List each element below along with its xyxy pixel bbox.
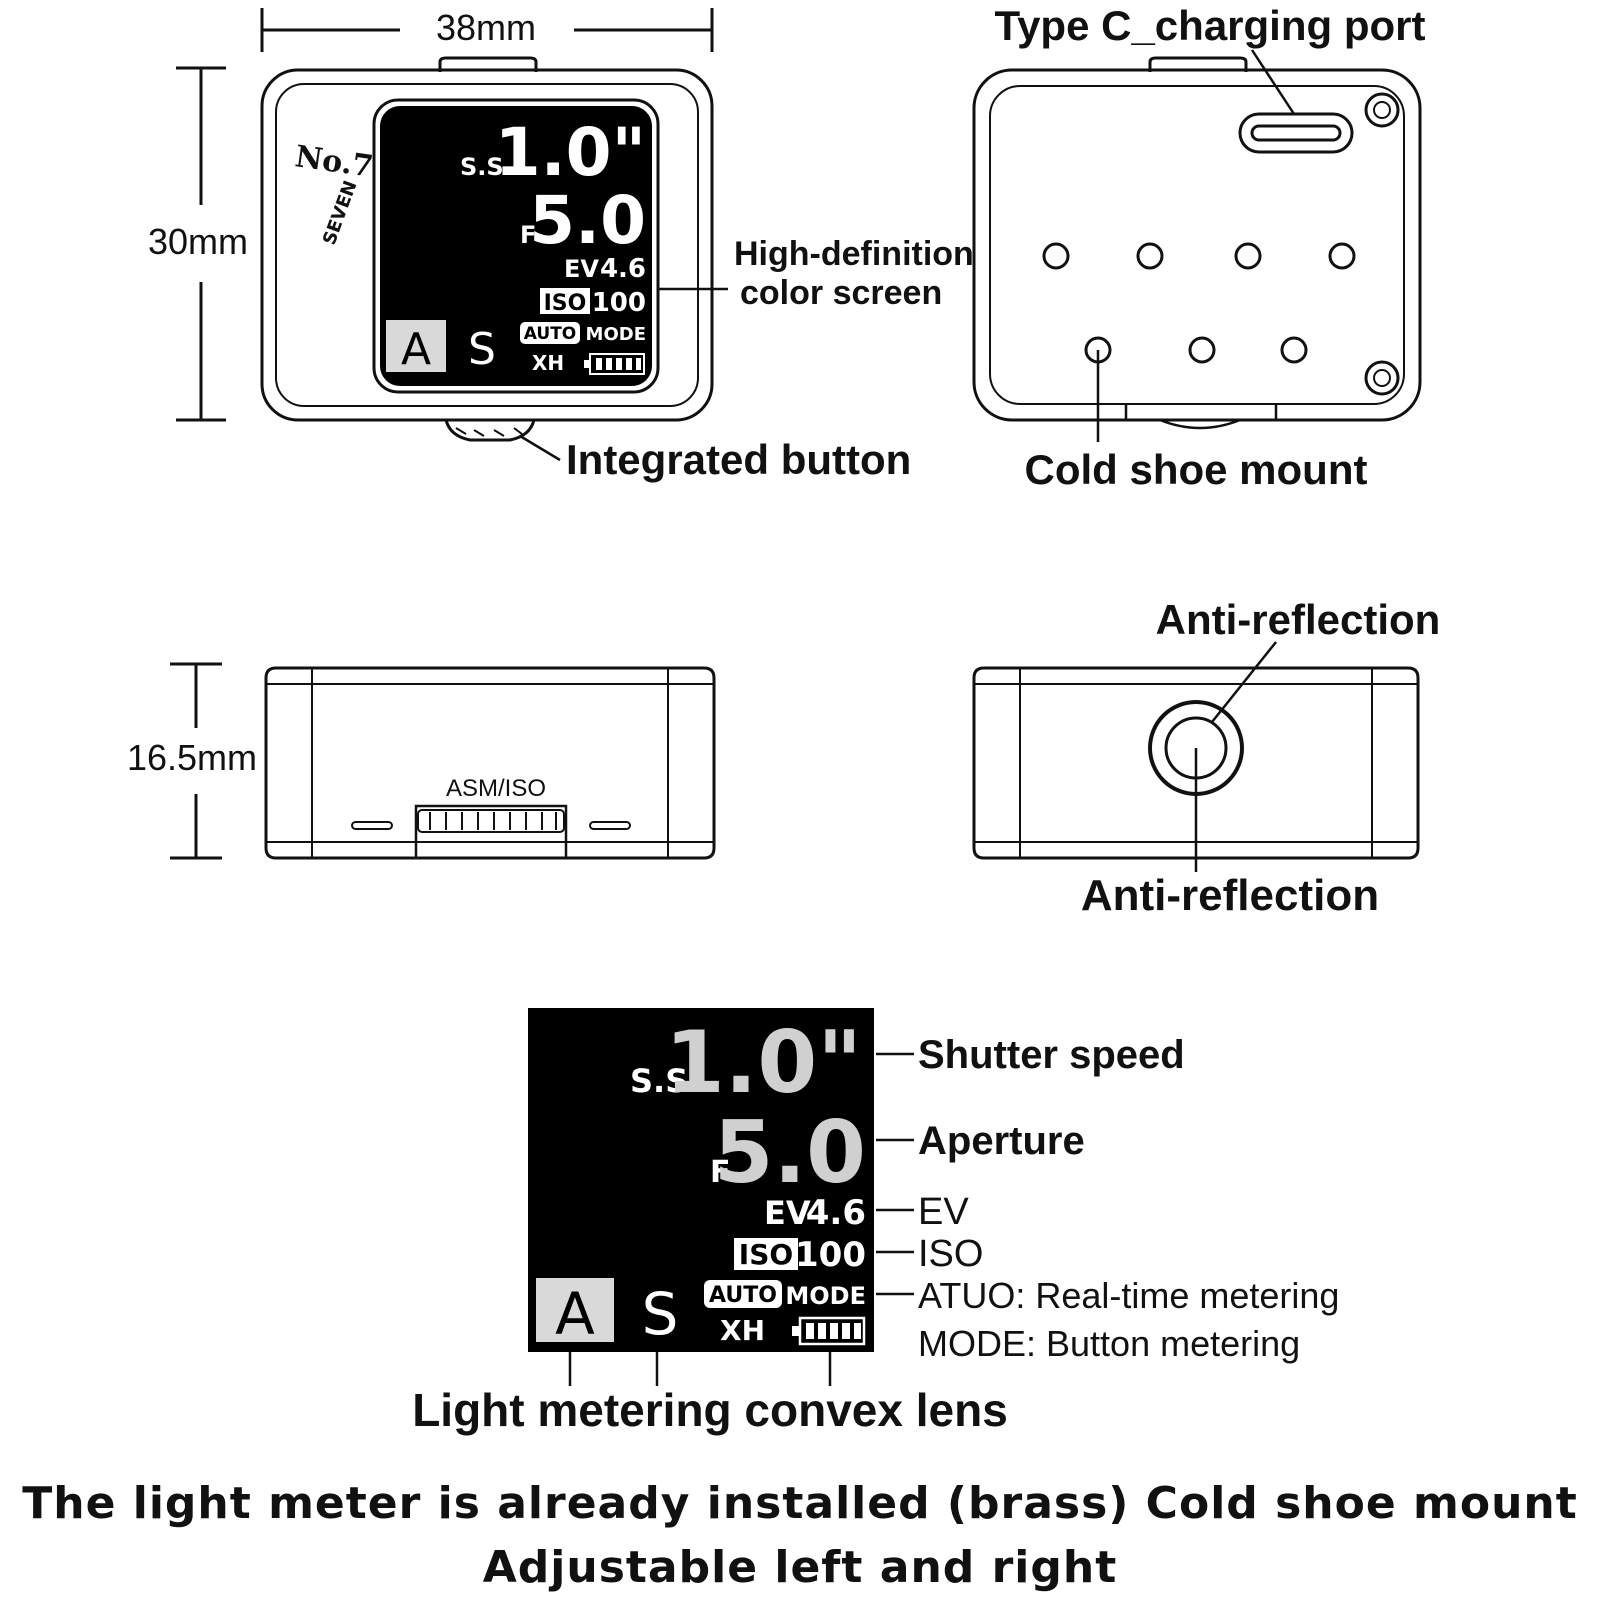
asm-iso-dial-housing	[414, 804, 568, 860]
mount-hole	[1188, 336, 1216, 364]
front-mode-text: MODE	[586, 324, 646, 345]
front-mode-s: S	[468, 324, 496, 375]
front-f-prefix: F	[520, 221, 536, 249]
detail-mode-s: S	[642, 1280, 679, 1348]
front-body	[260, 68, 714, 422]
side-slot-right	[589, 821, 631, 830]
legend-lens: Light metering convex lens	[412, 1384, 1008, 1436]
port-label: Type C_charging port	[995, 2, 1426, 49]
front-ev-prefix: EV	[564, 255, 599, 283]
detail-ss-prefix: S.S.	[630, 1062, 700, 1100]
top-view	[972, 641, 1420, 872]
side-view	[170, 662, 716, 860]
detail-xh-text: XH	[720, 1314, 765, 1347]
dial-label: ASM/ISO	[446, 775, 546, 802]
anti-reflection-leader-top	[1211, 641, 1277, 723]
legend-ev: EV	[918, 1191, 969, 1233]
logo-text: No.7	[293, 139, 375, 185]
front-mode-a-box	[386, 320, 446, 372]
back-top-nub	[1148, 56, 1248, 72]
integrated-button-wheel	[444, 419, 536, 442]
caption-line1: The light meter is already installed (br…	[22, 1478, 1578, 1529]
detail-ev-value: 4.6	[806, 1193, 866, 1233]
mount-label: Cold shoe mount	[1025, 446, 1368, 493]
height-dim-label: 30mm	[148, 221, 248, 262]
wheel-knurl	[455, 427, 523, 437]
type-c-port-outer	[1238, 112, 1354, 154]
front-view	[176, 8, 728, 462]
detail-auto-text: AUTO	[709, 1283, 777, 1308]
port-leader-line	[1250, 49, 1296, 115]
screw-top-right	[1364, 92, 1400, 128]
front-auto-text: AUTO	[524, 324, 577, 344]
legend-auto-desc: ATUO: Real-time metering	[918, 1275, 1339, 1316]
asm-iso-dial	[417, 809, 565, 833]
detail-battery-icon	[792, 1316, 866, 1346]
back-body	[972, 68, 1422, 422]
top-body	[972, 666, 1420, 860]
cold-shoe-cut	[1124, 404, 1278, 420]
dial-knurl	[429, 812, 557, 830]
front-ev-value: 4.6	[600, 254, 646, 284]
front-body-inner	[275, 83, 699, 407]
anti-reflection-label-top: Anti-reflection	[1156, 596, 1441, 643]
screen-label-line1: High-definition	[734, 235, 974, 273]
front-screen	[380, 106, 652, 386]
caption-line2: Adjustable left and right	[482, 1542, 1118, 1593]
mount-hole	[1136, 242, 1164, 270]
screw-bottom-right-inner	[1373, 369, 1391, 387]
detail-mode-a-box	[536, 1278, 614, 1342]
type-c-port-inner	[1250, 124, 1342, 142]
mount-hole	[1234, 242, 1262, 270]
legend-mode-desc: MODE: Button metering	[918, 1323, 1300, 1364]
mount-hole	[1042, 242, 1070, 270]
depth-dim-label: 16.5mm	[127, 737, 257, 778]
back-wheel-edge	[1159, 418, 1241, 430]
side-body	[264, 666, 716, 860]
screw-bottom-right	[1364, 360, 1400, 396]
legend-shutter: Shutter speed	[918, 1033, 1185, 1077]
legend-leaders	[568, 1052, 914, 1386]
detail-mode-text: MODE	[785, 1282, 866, 1310]
front-iso-badge	[540, 288, 590, 314]
detail-mode-a: A	[555, 1280, 595, 1348]
back-body-inner	[989, 85, 1405, 405]
detail-iso-value: 100	[795, 1235, 866, 1275]
detail-f-value: 5.0	[714, 1103, 866, 1203]
detail-iso-prefix: ISO	[739, 1238, 793, 1271]
legend-aperture: Aperture	[918, 1119, 1085, 1163]
front-iso-prefix: ISO	[544, 291, 587, 316]
back-view	[972, 49, 1422, 442]
side-slot-left	[351, 821, 393, 830]
front-xh-text: XH	[532, 351, 564, 375]
legend-iso: ISO	[918, 1233, 983, 1275]
front-screen-content: S.S. 1.0" F 5.0 EV 4.6 ISO 100 A S AUTO …	[386, 114, 646, 375]
front-top-nub	[438, 56, 538, 72]
detail-ev-prefix: EV	[764, 1194, 811, 1232]
screen-label-line2: color screen	[740, 274, 942, 312]
detail-f-prefix: F	[710, 1155, 731, 1190]
front-battery-icon	[584, 353, 645, 375]
mount-hole	[1280, 336, 1308, 364]
detail-auto-badge	[704, 1280, 782, 1308]
front-iso-value: 100	[592, 288, 646, 318]
front-ss-value: 1.0"	[495, 114, 646, 191]
front-f-value: 5.0	[529, 182, 646, 259]
detail-ss-value: 1.0"	[665, 1013, 862, 1113]
screw-top-right-inner	[1373, 101, 1391, 119]
detail-iso-badge	[734, 1238, 798, 1270]
logo-sub: SEVEN	[319, 178, 361, 248]
front-auto-badge	[520, 322, 580, 344]
mount-hole	[1328, 242, 1356, 270]
anti-reflection-label-bottom: Anti-reflection	[1081, 871, 1379, 920]
width-dim-label: 38mm	[436, 7, 536, 48]
button-leader-line	[519, 434, 561, 462]
detail-screen-content: S.S. 1.0" F 5.0 EV 4.6 ISO 100 A S AUTO …	[536, 1013, 866, 1348]
front-mode-a: A	[401, 324, 431, 375]
button-label: Integrated button	[566, 436, 911, 483]
front-ss-prefix: S.S.	[460, 153, 513, 181]
